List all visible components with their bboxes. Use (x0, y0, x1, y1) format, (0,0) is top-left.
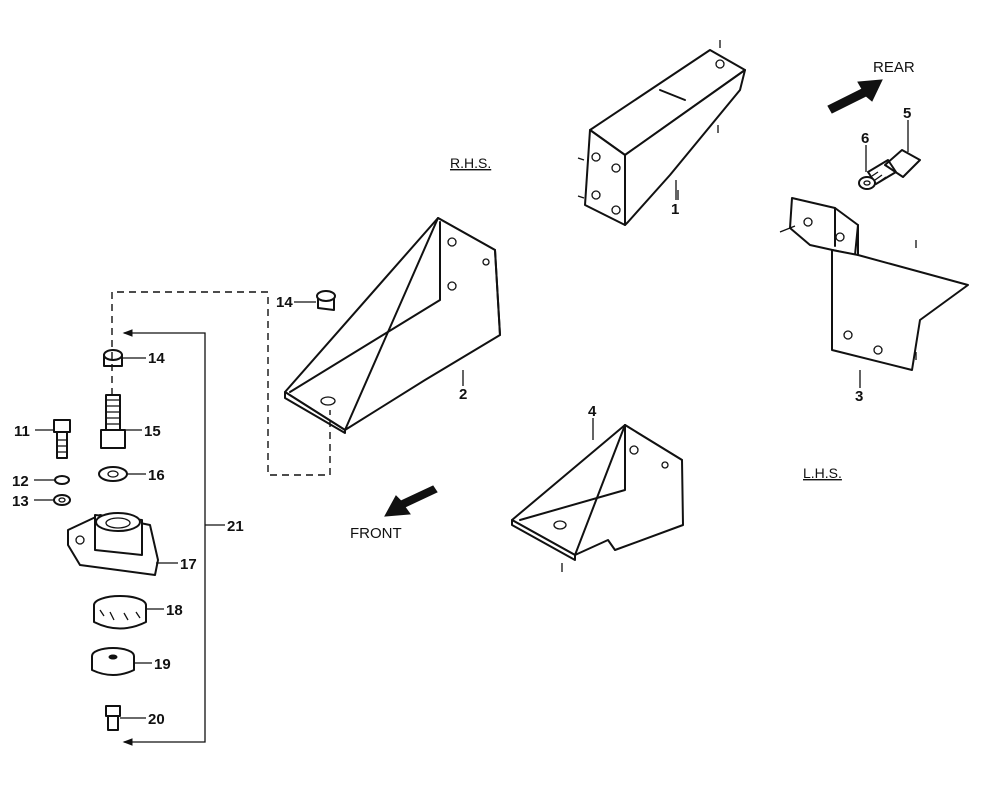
part-2-front-bracket (284, 217, 501, 434)
front-arrow-icon (384, 485, 438, 517)
lhs-label: L.H.S. (803, 465, 842, 481)
part-3-rear-bracket (779, 197, 969, 371)
callout-20: 20 (148, 711, 165, 728)
part-5-bolt (867, 149, 921, 185)
callout-16: 16 (148, 467, 165, 484)
callout-18: 18 (166, 602, 183, 619)
bracket-line-21 (124, 332, 206, 743)
part-19-buffer (91, 647, 135, 676)
callout-13: 13 (12, 493, 29, 510)
callout-14-lower: 14 (148, 350, 165, 367)
callout-6: 6 (861, 130, 869, 147)
rear-arrow-icon (827, 79, 883, 114)
callout-15: 15 (144, 423, 161, 440)
part-13-washer (53, 494, 71, 506)
part-17-mount-base (67, 512, 159, 576)
callout-19: 19 (154, 656, 171, 673)
part-18-rubber-bush (93, 595, 147, 630)
leader-lines (34, 120, 909, 719)
part-20-screw (105, 705, 121, 731)
part-1-rear-bracket (577, 40, 746, 226)
callout-14-upper: 14 (276, 294, 293, 311)
callout-4: 4 (588, 403, 597, 420)
part-11-bolt (53, 419, 71, 459)
callout-2: 2 (459, 386, 467, 403)
front-label: FRONT (350, 525, 402, 542)
callout-12: 12 (12, 473, 29, 490)
rhs-label: R.H.S. (450, 155, 491, 171)
part-6-washer (858, 176, 876, 190)
callout-11: 11 (14, 423, 30, 440)
callout-3: 3 (855, 388, 863, 405)
part-14-nut-lower (103, 349, 123, 367)
part-4-front-bracket (511, 424, 684, 572)
callout-1: 1 (671, 201, 679, 218)
part-16-washer (98, 466, 128, 482)
callout-21: 21 (227, 518, 244, 535)
part-12-washer (54, 475, 70, 485)
callout-5: 5 (903, 105, 911, 122)
part-15-stud (100, 394, 126, 449)
callout-17: 17 (180, 556, 197, 573)
dashed-assembly-line (111, 291, 331, 476)
part-14-nut-upper (316, 290, 336, 311)
rear-label: REAR (873, 59, 915, 76)
